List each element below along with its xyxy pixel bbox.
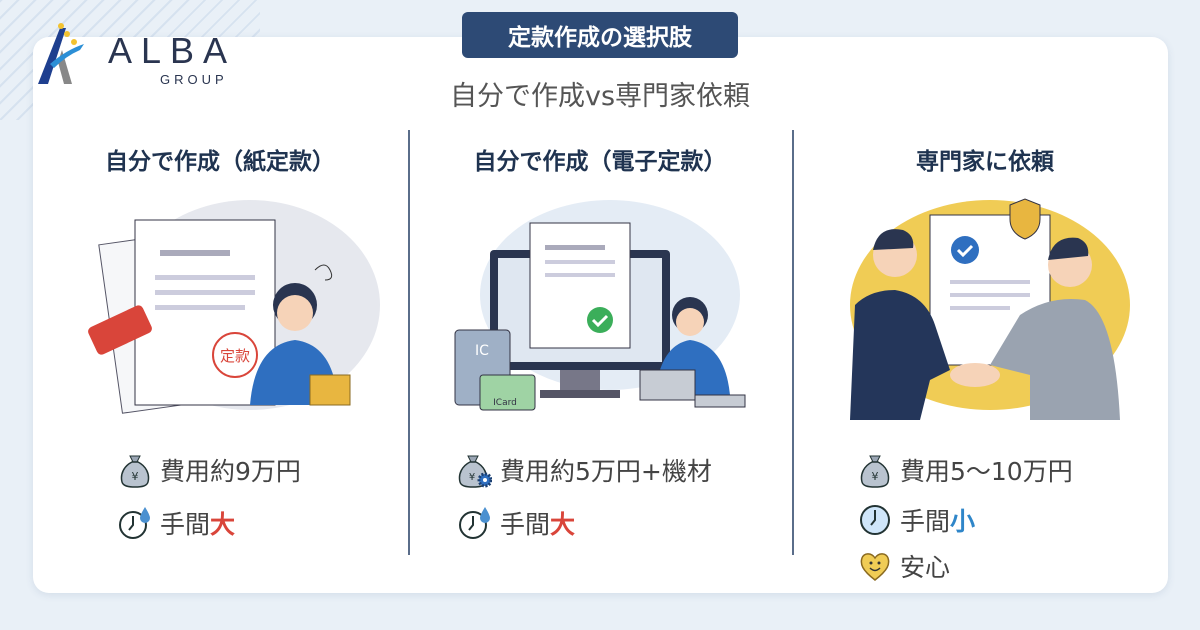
cost-text: 費用5〜10万円 [900,457,1073,486]
effort-label: 手間 [160,510,211,539]
column-divider [408,130,410,555]
logo-sub: GROUP [160,72,228,87]
money-bag-icon: ¥ [860,455,890,488]
clock-icon [860,505,890,535]
svg-text:¥: ¥ [872,470,879,483]
effort-item: 手間大 [458,505,575,541]
clock-sweat-icon [459,507,490,539]
svg-text:定款: 定款 [220,347,250,365]
effort-level: 大 [550,510,576,539]
clock-sweat-icon [119,507,150,539]
peace-of-mind-item: 安心 [858,548,950,584]
effort-level: 小 [950,507,976,536]
title-badge: 定款作成の選択肢 [462,12,738,58]
peace-of-mind-text: 安心 [900,553,951,582]
paper-articles-illustration: 定款 [88,200,380,414]
column-title-electronic: 自分で作成（電子定款） [473,149,727,175]
subtitle: 自分で作成vs専門家依頼 [449,81,751,112]
svg-text:IC: IC [475,343,489,359]
cost-item: ¥ 費用約5万円+機材 [458,452,712,488]
cost-item: ¥ 費用5〜10万円 [858,452,1073,488]
svg-text:¥: ¥ [469,472,475,483]
effort-item: 手間小 [858,502,975,538]
effort-level: 大 [210,510,236,539]
effort-item: 手間大 [118,505,235,541]
column-divider [792,130,794,555]
column-title-expert: 専門家に依頼 [916,149,1054,175]
svg-text:¥: ¥ [132,470,139,483]
svg-text:ICard: ICard [493,398,517,408]
alba-logo: ALBA GROUP [36,20,256,90]
effort-label: 手間 [500,510,551,539]
money-bag-gear-icon: ¥ [458,455,492,488]
column-title-paper: 自分で作成（紙定款） [105,149,335,175]
cost-text: 費用約5万円+機材 [500,457,712,486]
alba-logo-mark-icon [38,23,84,84]
electronic-articles-illustration: IC ICard [454,200,746,411]
cost-item: ¥ 費用約9万円 [118,452,301,488]
logo-name: ALBA [108,30,237,71]
effort-label: 手間 [900,507,951,536]
heart-smile-icon [860,553,890,581]
money-bag-icon: ¥ [120,455,150,488]
cost-text: 費用約9万円 [160,457,301,486]
expert-handshake-illustration [850,198,1130,420]
